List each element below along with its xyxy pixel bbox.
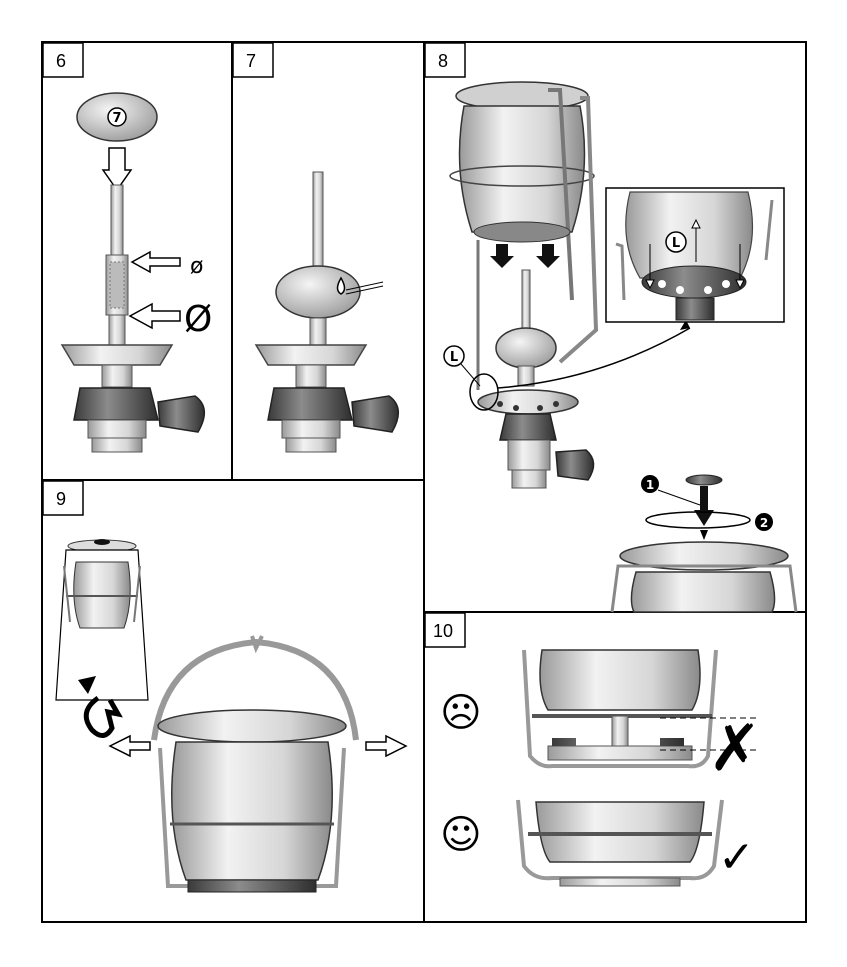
down-arrow-icon: [536, 244, 560, 268]
panel-9-number: 9: [56, 489, 66, 509]
panel-9: 9: [43, 481, 406, 892]
sad-face-icon: ☹: [440, 690, 482, 736]
panel-8: 8 L: [425, 43, 796, 612]
panel-10: 10 ☹ ✗ ☺ ✓: [425, 613, 762, 886]
right-arrow-icon: [366, 736, 406, 756]
panel-8-number: 8: [438, 51, 448, 71]
control-knob: [158, 396, 204, 432]
float-marker: 7: [112, 111, 121, 126]
callout-L: L: [450, 350, 458, 365]
left-arrow-icon: [132, 252, 180, 272]
left-arrow-icon: [110, 736, 150, 756]
valve-housing: [74, 388, 158, 420]
cap-knob: [686, 475, 722, 485]
down-arrow-icon: [103, 148, 131, 190]
burner-tube: [111, 185, 123, 255]
down-arrow-icon: [490, 244, 514, 268]
step-1: 1: [646, 478, 654, 492]
valve-housing: [268, 388, 352, 420]
diameter-small: ø: [190, 254, 203, 279]
happy-face-icon: ☺: [440, 812, 482, 858]
burner-ring: [478, 390, 578, 414]
panel-6-number: 6: [56, 51, 66, 71]
panel-7: 7: [233, 43, 398, 452]
rotate-arrow-icon: [86, 698, 118, 736]
panel-7-number: 7: [246, 51, 256, 71]
right-mark-icon: ✓: [718, 832, 755, 883]
diameter-large: Ø: [184, 299, 212, 340]
step-2: 2: [760, 516, 768, 530]
zoom-L: L: [672, 236, 680, 251]
wrong-mark-icon: ✗: [708, 712, 762, 786]
panel-10-number: 10: [433, 621, 453, 641]
panel-6: 6 7 ø Ø: [43, 43, 212, 452]
control-knob: [352, 396, 398, 432]
float-part: [496, 328, 556, 368]
left-arrow-icon: [130, 304, 180, 328]
lamp-body: [172, 742, 332, 880]
control-knob: [556, 450, 594, 480]
float-part: [276, 266, 360, 318]
